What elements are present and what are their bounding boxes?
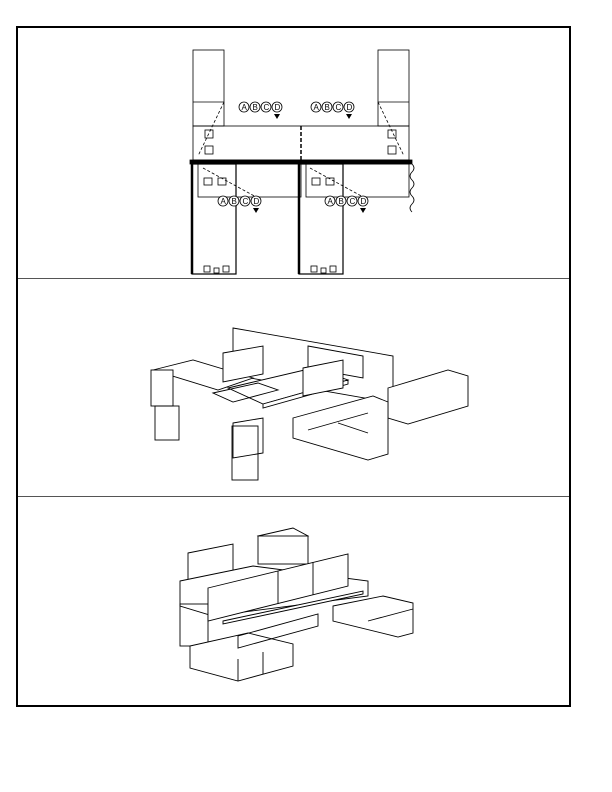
callout-c: C: [336, 103, 342, 112]
callout-b: B: [339, 197, 344, 206]
callout-d: D: [275, 103, 281, 112]
callout-group-1: A B C D: [238, 101, 283, 119]
callout-c: C: [350, 197, 356, 206]
callout-a: A: [242, 103, 248, 112]
storage-tower-left: [192, 49, 225, 127]
isometric-front-drawing: [150, 327, 469, 481]
isometric-front-panel: [18, 278, 569, 497]
callout-b: B: [253, 103, 258, 112]
callout-a: A: [314, 103, 320, 112]
spine-panel: [189, 159, 413, 165]
callout-c: C: [264, 103, 270, 112]
callout-a: A: [221, 197, 227, 206]
callout-d: D: [347, 103, 353, 112]
callout-b: B: [232, 197, 237, 206]
isometric-rear-panel: [18, 496, 569, 705]
storage-tower-right: [377, 49, 410, 127]
callout-b: B: [325, 103, 330, 112]
callout-a: A: [328, 197, 334, 206]
callout-d: D: [361, 197, 367, 206]
isometric-rear-drawing: [179, 527, 414, 682]
callout-c: C: [243, 197, 249, 206]
callout-d: D: [254, 197, 260, 206]
upper-worksurface: [192, 125, 410, 161]
